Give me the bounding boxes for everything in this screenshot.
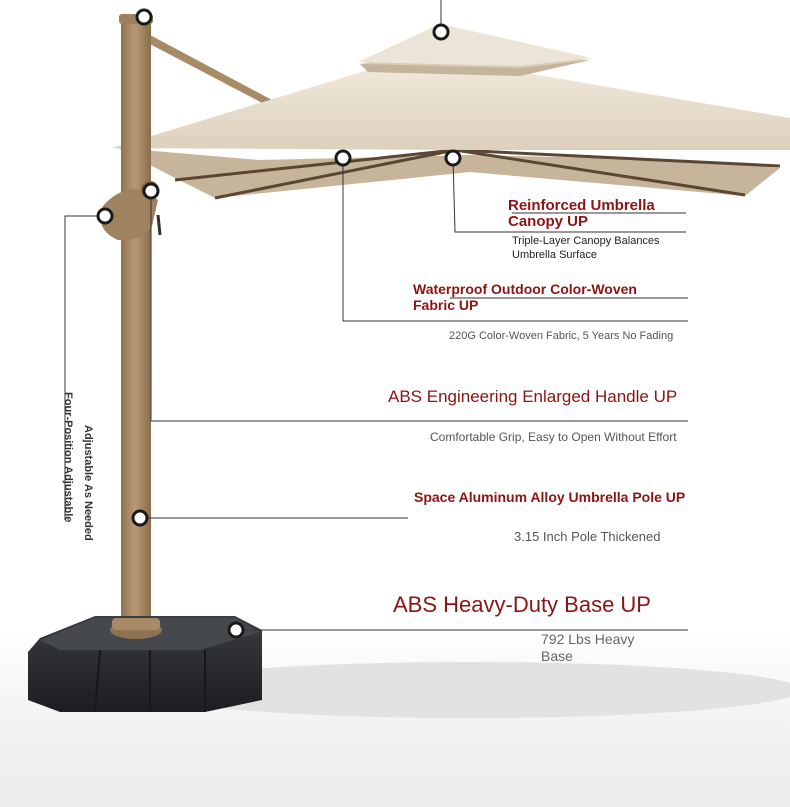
canopy-top [112, 70, 790, 150]
pole-callout-sub: 3.15 Inch Pole Thickened [514, 529, 661, 544]
canopy-ribs [174, 148, 781, 200]
base-segments [94, 649, 206, 713]
canopy-title-line1: Reinforced Umbrella [508, 197, 655, 214]
marker-pole [131, 509, 149, 527]
marker-canopy-top [432, 23, 450, 41]
marker-tilt [96, 207, 114, 225]
pole-collar-ring [112, 618, 160, 630]
marker-base [227, 621, 245, 639]
canopy-callout-title: Reinforced Umbrella Canopy UP [508, 198, 655, 230]
fabric-callout-sub: 220G Color-Woven Fabric, 5 Years No Fadi… [449, 330, 674, 342]
handle-callout-sub: Comfortable Grip, Easy to Open Without E… [430, 430, 677, 444]
support-arm [146, 35, 272, 106]
fabric-callout-title: Waterproof Outdoor Color-Woven Fabric UP [413, 281, 637, 313]
ground-shadow [140, 662, 790, 718]
canopy-sub-line2: Umbrella Surface [512, 249, 597, 261]
crank-rod [156, 214, 162, 236]
base-sub-line1: 792 Lbs Heavy [541, 631, 635, 647]
side-label-four-position: Four-Position Adjustable [62, 392, 74, 523]
canopy-callout-sub: Triple-Layer Canopy Balances Umbrella Su… [512, 234, 660, 262]
side-label-adjustable: Adjustable As Needed [82, 425, 94, 541]
base-sub-line2: Base [541, 648, 573, 664]
pole-callout-title: Space Aluminum Alloy Umbrella Pole UP [414, 489, 686, 505]
marker-canopy [444, 149, 462, 167]
pole [121, 18, 151, 628]
marker-handle [142, 182, 160, 200]
marker-pole-top [135, 8, 153, 26]
canopy-title-line2: Canopy UP [508, 213, 589, 230]
canopy-sub-line1: Triple-Layer Canopy Balances [512, 235, 660, 247]
leader-lines [64, 0, 688, 631]
canopy-vent-shade [360, 60, 590, 76]
callout-markers [96, 8, 462, 639]
base-callout-sub: 792 Lbs Heavy Base [541, 631, 634, 665]
marker-fabric [334, 149, 352, 167]
crank-handle [99, 189, 158, 241]
base-callout-title: ABS Heavy-Duty Base UP [393, 592, 651, 617]
handle-callout-title: ABS Engineering Enlarged Handle UP [388, 387, 678, 406]
fabric-title-line2: Fabric UP [413, 297, 479, 313]
fabric-title-line1: Waterproof Outdoor Color-Woven [413, 281, 637, 297]
canopy-vent-upper [358, 24, 592, 66]
